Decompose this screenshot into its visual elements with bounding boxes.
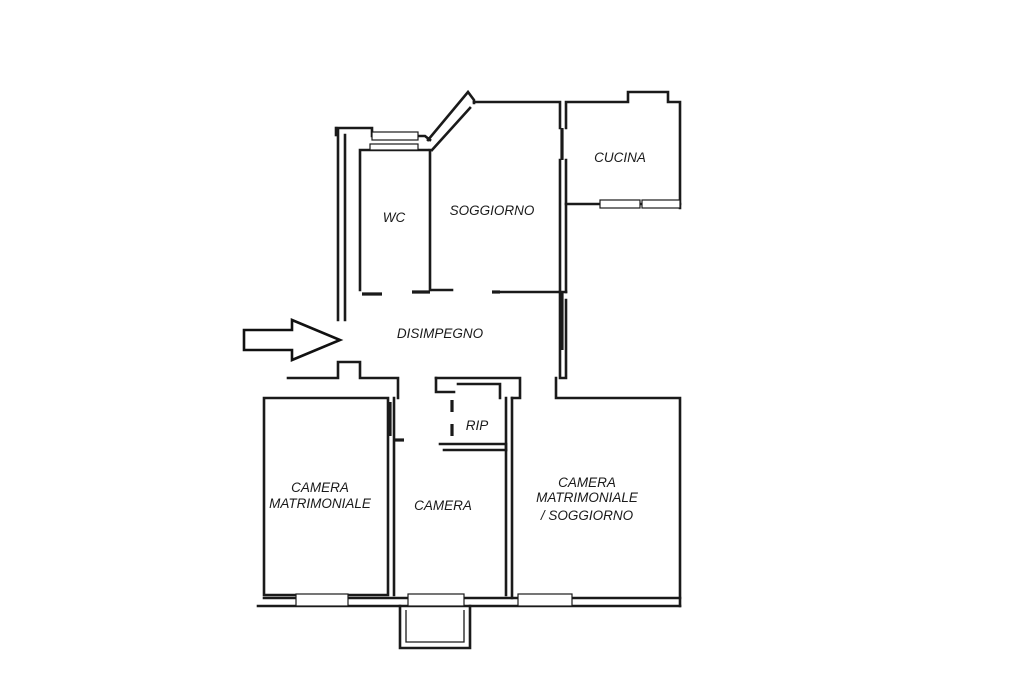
room-label-camera: CAMERA	[414, 498, 472, 513]
room-label-camera-matrimoniale-right-line1: CAMERA	[558, 475, 616, 490]
room-label-wc: WC	[383, 210, 406, 225]
room-label-camera-matrimoniale-left-line2: MATRIMONIALE	[269, 496, 372, 511]
room-label-soggiorno: SOGGIORNO	[450, 203, 535, 218]
room-label-camera-matrimoniale-right-line3: / SOGGIORNO	[540, 508, 634, 523]
room-label-camera-matrimoniale-right-line2: MATRIMONIALE	[536, 490, 639, 505]
entrance-arrow-icon	[242, 318, 344, 362]
room-label-camera-matrimoniale-left-line1: CAMERA	[291, 480, 349, 495]
doors	[362, 128, 564, 442]
windows	[295, 131, 681, 650]
room-labels: WC SOGGIORNO CUCINA DISIMPEGNO RIP CAMER…	[269, 150, 646, 523]
room-label-cucina: CUCINA	[594, 150, 646, 165]
room-label-rip: RIP	[466, 418, 489, 433]
room-label-disimpegno: DISIMPEGNO	[397, 326, 484, 341]
